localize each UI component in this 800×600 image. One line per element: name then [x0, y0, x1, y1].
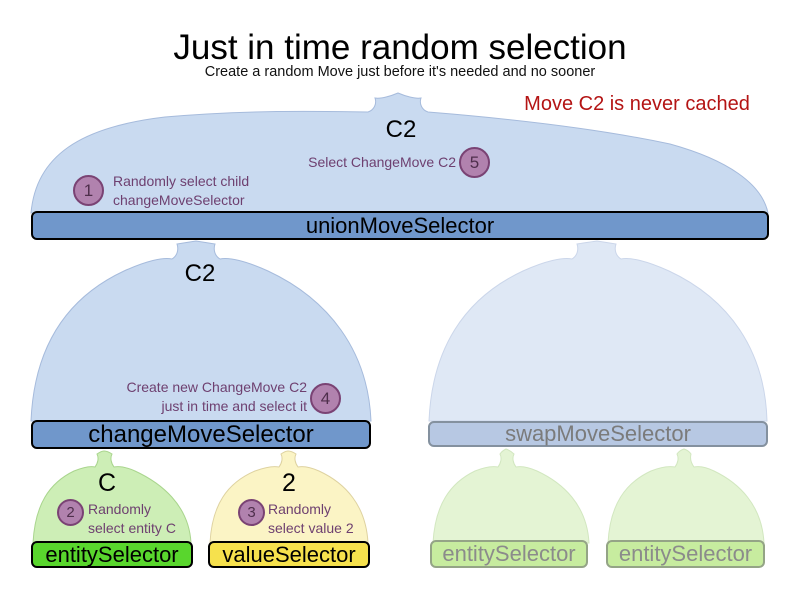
union-funnel-shape [30, 92, 769, 214]
step-3-note: Randomly select value 2 [268, 500, 388, 538]
swap-move-selector-label: swapMoveSelector [505, 421, 691, 446]
page-title: Just in time random selection [173, 28, 627, 67]
faded-entity-selector-bar-1: entitySelector [430, 540, 588, 568]
step-4-note: Create new ChangeMove C2 just in time an… [105, 378, 307, 416]
step-1-note-line-2: changeMoveSelector [113, 192, 245, 208]
value-selector-label: valueSelector [222, 541, 356, 567]
step-1-badge: 1 [73, 175, 104, 206]
faded-entity-funnel-shape-1 [432, 448, 590, 544]
step-5-note: Select ChangeMove C2 [300, 153, 456, 172]
entity-selector-bar: entitySelector [31, 541, 193, 568]
change-move-selector-label: changeMoveSelector [88, 420, 314, 448]
step-5-badge: 5 [459, 147, 490, 178]
step-2-note-line-1: Randomly [88, 501, 152, 517]
change-output-label: C2 [184, 260, 216, 287]
swap-move-selector-bar: swapMoveSelector [428, 421, 768, 447]
faded-entity-selector-bar-2: entitySelector [606, 540, 765, 568]
step-3-badge: 3 [238, 499, 265, 526]
step-2-note: Randomly select entity C [88, 500, 208, 538]
step-3-note-line-2: select value 2 [268, 520, 354, 536]
entity-selector-label: entitySelector [45, 541, 179, 567]
step-5-note-line-1: Select ChangeMove C2 [308, 154, 456, 170]
step-1-note-line-1: Randomly select child [113, 173, 250, 189]
change-move-selector-bar: changeMoveSelector [31, 420, 371, 449]
swap-funnel-shape [428, 240, 768, 422]
step-4-note-line-1: Create new ChangeMove C2 [126, 379, 307, 395]
step-4-note-line-2: just in time and select it [161, 398, 307, 414]
union-output-label: C2 [385, 116, 417, 143]
faded-entity-selector-label-1: entitySelector [442, 541, 576, 566]
page-subtitle: Create a random Move just before it's ne… [204, 64, 596, 80]
faded-entity-funnel-shape-2 [607, 448, 765, 544]
value-selector-bar: valueSelector [208, 541, 370, 568]
step-2-note-line-2: select entity C [88, 520, 176, 536]
never-cached-note: Move C2 is never cached [524, 93, 750, 115]
step-3-note-line-1: Randomly [268, 501, 332, 517]
value-output-label: 2 [282, 469, 296, 497]
union-move-selector-bar: unionMoveSelector [31, 211, 769, 240]
union-move-selector-label: unionMoveSelector [305, 212, 495, 238]
entity-output-label: C [97, 469, 117, 497]
step-1-note: Randomly select child changeMoveSelector [113, 172, 283, 210]
faded-entity-selector-label-2: entitySelector [618, 541, 753, 566]
step-2-badge: 2 [57, 499, 84, 526]
step-4-badge: 4 [310, 383, 341, 414]
change-funnel-shape [30, 240, 372, 422]
